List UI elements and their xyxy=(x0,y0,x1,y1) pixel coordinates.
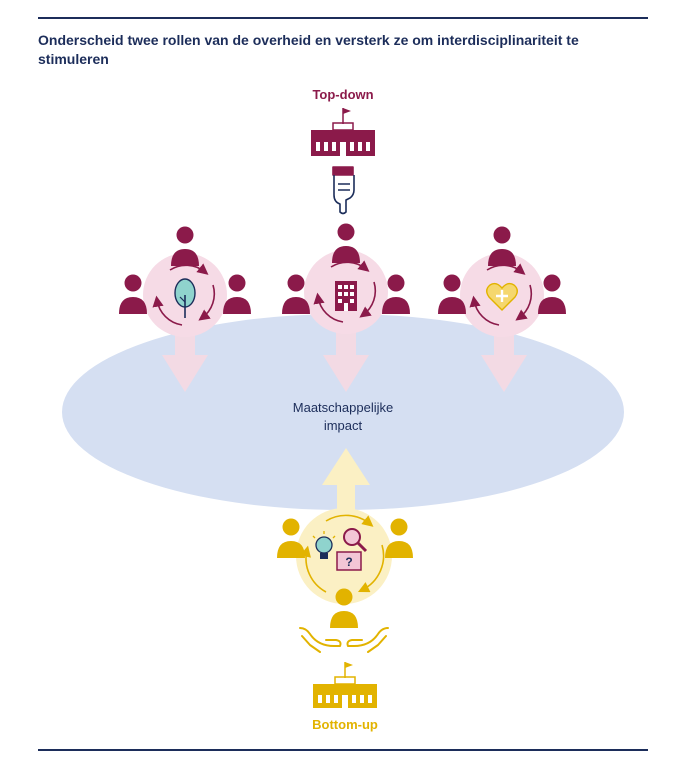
magnifier-icon xyxy=(343,528,368,553)
impact-label-line1: Maatschappelijke xyxy=(293,400,393,415)
question-folder-icon: ? xyxy=(336,551,362,571)
bottom-divider xyxy=(38,749,648,751)
cluster-right xyxy=(438,226,566,337)
top-down-label: Top-down xyxy=(312,87,373,102)
page-title: Onderscheid twee rollen van de overheid … xyxy=(38,32,579,67)
svg-text:?: ? xyxy=(345,555,352,569)
bottom-up-label: Bottom-up xyxy=(312,717,378,732)
open-hands-icon xyxy=(299,627,389,653)
lightbulb-icon xyxy=(312,531,336,559)
cluster-bottom: ? xyxy=(277,508,413,628)
down-arrow-right xyxy=(481,325,527,392)
pointing-hand-icon xyxy=(332,166,355,215)
bottom-government-building-icon xyxy=(313,662,377,708)
top-government-building-icon xyxy=(311,108,375,156)
down-arrow-middle xyxy=(323,325,369,392)
cluster-middle xyxy=(282,223,410,334)
office-building-icon xyxy=(335,281,357,311)
down-arrow-left xyxy=(162,325,208,392)
top-divider xyxy=(38,17,648,19)
heart-plus-icon xyxy=(486,282,518,311)
tree-icon xyxy=(174,278,196,318)
impact-label-line2: impact xyxy=(324,418,363,433)
cluster-left xyxy=(119,226,251,337)
up-arrow-bottom xyxy=(322,448,370,520)
